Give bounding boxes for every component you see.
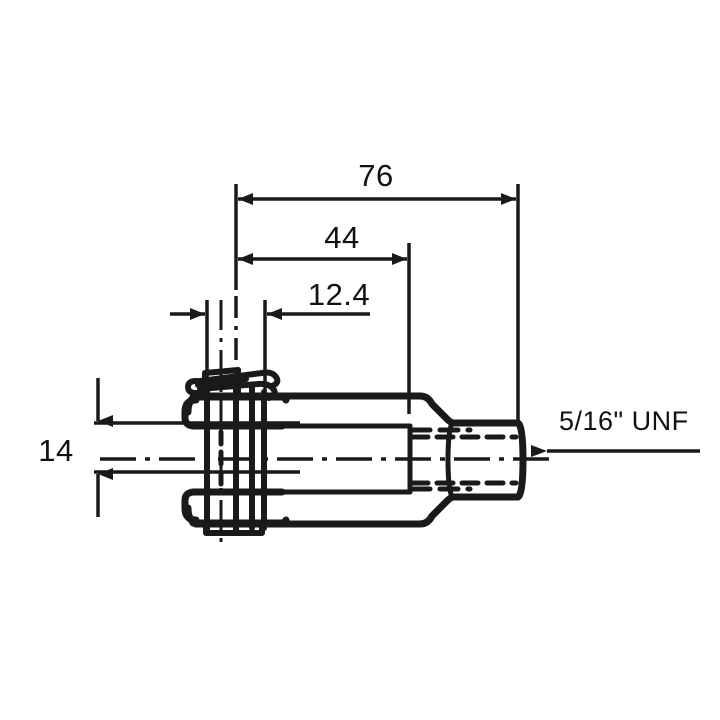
dimension-overall-length: 76 [238, 158, 516, 205]
dimension-label-44: 44 [324, 220, 359, 255]
dimension-label-124: 12.4 [308, 277, 370, 312]
dimension-jaw-width: 12.4 [170, 277, 370, 320]
dimension-label-76: 76 [358, 158, 393, 193]
threaded-shank-root-upper [445, 420, 455, 500]
thread-hidden-lines [409, 434, 519, 486]
dimension-label-14: 14 [38, 433, 73, 468]
centre-line [100, 300, 556, 550]
annotation-thread-spec: 5/16" UNF [531, 406, 700, 457]
bore-hidden-lines [409, 427, 473, 492]
part-geometry [181, 367, 527, 536]
barrel-left-closure-lower [184, 504, 200, 528]
annotation-label-thread-spec: 5/16" UNF [559, 406, 689, 436]
extension-lines [94, 184, 520, 474]
cotter-pin-boss [202, 367, 241, 399]
dimension-fork-height: 14 [38, 378, 113, 517]
barrel-left-closure [184, 392, 200, 416]
dimension-pin-to-shoulder: 44 [238, 220, 407, 265]
cotter-pin-leg-lower [197, 380, 278, 401]
barrel-lower-profile [192, 493, 456, 528]
barrel-upper-profile [192, 392, 456, 427]
